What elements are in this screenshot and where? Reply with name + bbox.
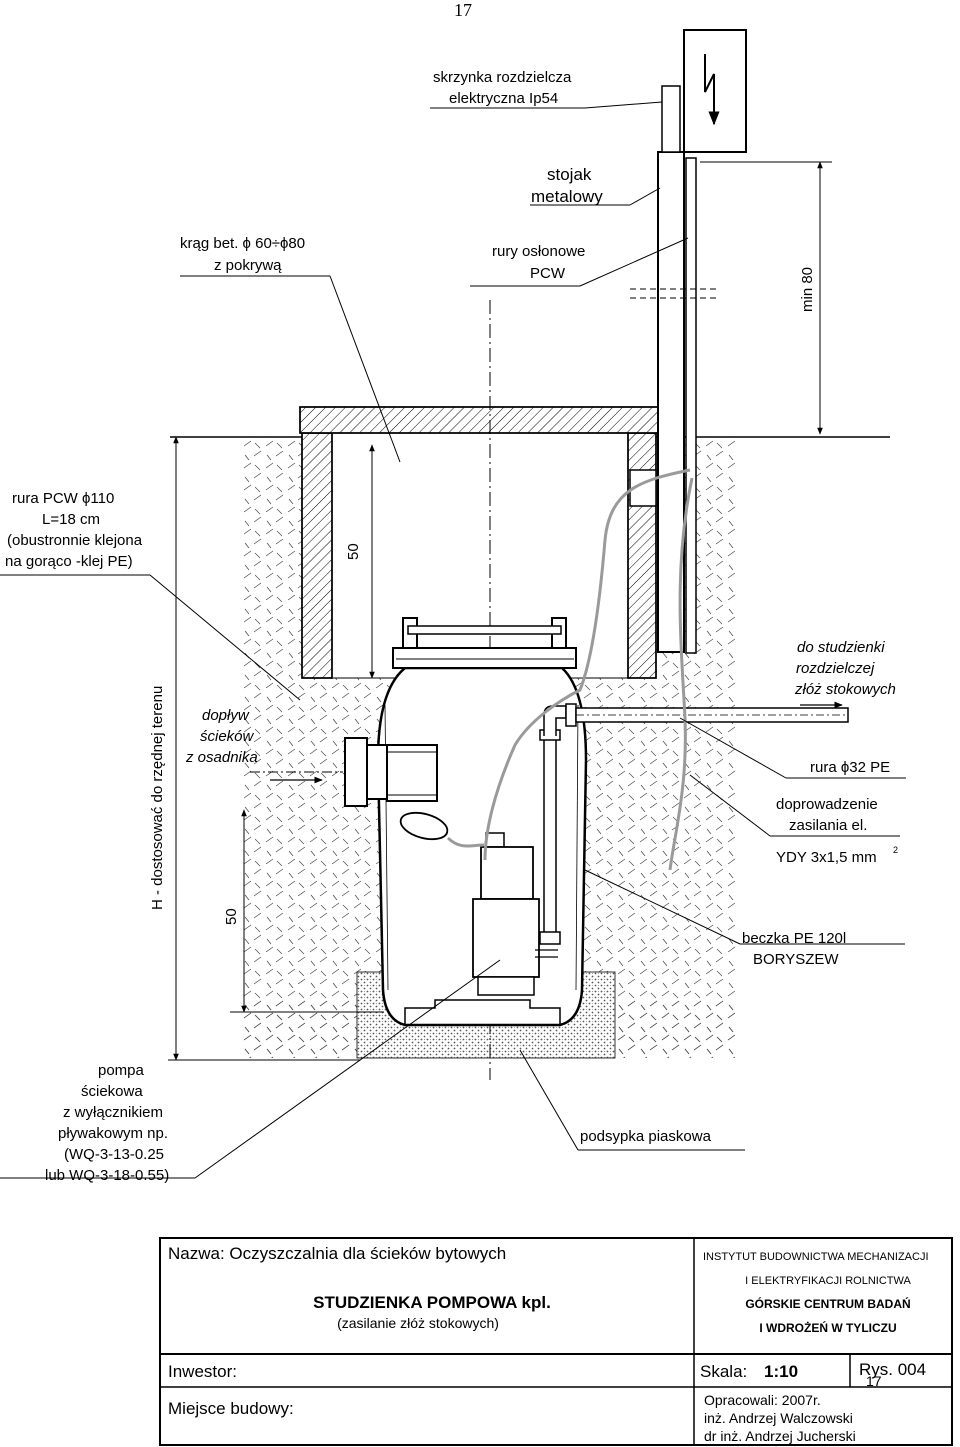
submersible-pump bbox=[472, 832, 540, 996]
dimensions bbox=[168, 161, 832, 1061]
inflow-pipe bbox=[250, 737, 438, 807]
tb-name: Nazwa: Oczyszczalnia dla ścieków bytowyc… bbox=[168, 1244, 506, 1263]
label-dim50-bottom: 50 bbox=[223, 908, 240, 925]
tb-subtitle: (zasilanie złóż stokowych) bbox=[337, 1315, 499, 1331]
tb-drawing-number: Rys. 004 bbox=[859, 1360, 926, 1379]
tb-institute-3: GÓRSKIE CENTRUM BADAŃ bbox=[745, 1296, 910, 1311]
label-power-supply-sup: 2 bbox=[893, 845, 898, 855]
label-power-supply: doprowadzenie zasilania el. YDY 3x1,5 mm bbox=[776, 796, 882, 866]
tb-prepared: Opracowali: 2007r. bbox=[704, 1392, 821, 1408]
label-electrical-box: skrzynka rozdzielcza elektryczna Ip54 bbox=[433, 69, 576, 107]
tb-author-1: inż. Andrzej Walczowski bbox=[704, 1410, 853, 1426]
label-concrete-ring: krąg bet. ϕ 60÷ϕ80 z pokrywą bbox=[180, 235, 309, 274]
tb-institute-2: I ELEKTRYFIKACJI ROLNICTWA bbox=[745, 1275, 911, 1287]
tb-institute-4: I WDROŻEŃ W TYLICZU bbox=[759, 1320, 896, 1335]
label-protective-pipes: rury osłonowe PCW bbox=[492, 243, 590, 282]
label-barrel: beczka PE 120l BORYSZEW bbox=[742, 930, 850, 968]
label-metal-stand: stojak metalowy bbox=[531, 165, 603, 206]
power-cables bbox=[446, 468, 694, 871]
tb-site: Miejsce budowy: bbox=[168, 1399, 294, 1418]
label-min80: min 80 bbox=[799, 267, 816, 312]
title-block bbox=[159, 1237, 953, 1446]
label-outflow: do studzienki rozdzielczej złóż stokowyc… bbox=[794, 639, 896, 698]
tb-author-2: dr inż. Andrzej Jucherski bbox=[704, 1428, 856, 1444]
electrical-box bbox=[683, 29, 747, 153]
page-number: 17 bbox=[454, 0, 472, 20]
label-sand-bedding: podsypka piaskowa bbox=[580, 1128, 712, 1145]
tb-institute-1: INSTYTUT BUDOWNICTWA MECHANIZACJI bbox=[703, 1251, 929, 1263]
label-pump: pompa ściekowa z wyłącznikiem pływakowym… bbox=[45, 1062, 172, 1184]
barrel-cover bbox=[392, 617, 577, 669]
label-dim50-top: 50 bbox=[345, 543, 362, 560]
label-pipe32: rura ϕ32 PE bbox=[810, 759, 890, 776]
tb-scale-value: 1:10 bbox=[764, 1362, 798, 1381]
float-switch bbox=[399, 811, 449, 841]
tb-scale-label: Skala: bbox=[700, 1362, 747, 1381]
discharge-pipe bbox=[535, 703, 849, 958]
label-pcw-pipe: rura PCW ϕ110 L=18 cm (obustronnie klejo… bbox=[5, 490, 146, 570]
tb-drawing-number-overlay: 17 bbox=[866, 1373, 882, 1389]
tb-investor: Inwestor: bbox=[168, 1362, 237, 1381]
pcw-pipe-sleeve bbox=[629, 469, 657, 507]
tb-title: STUDZIENKA POMPOWA kpl. bbox=[313, 1293, 551, 1312]
ring-lid bbox=[299, 406, 659, 434]
leader-lines bbox=[0, 101, 906, 1179]
label-h-dimension: H - dostosować do rzędnej terenu bbox=[149, 686, 166, 910]
label-inflow: dopływ ścieków z osadnika bbox=[185, 707, 258, 766]
